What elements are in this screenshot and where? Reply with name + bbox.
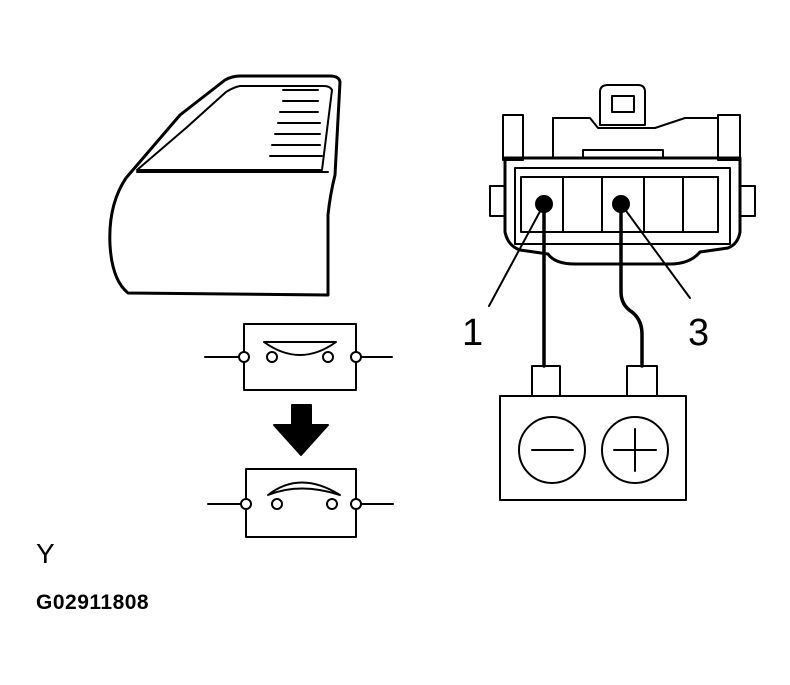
- minus-icon: [518, 416, 586, 484]
- terminal-pins: [488, 195, 691, 307]
- terminal-label-1: 1: [462, 312, 484, 354]
- plus-icon: [601, 416, 669, 484]
- switch-symbol-released: [204, 323, 393, 391]
- car-door-icon: [108, 74, 342, 297]
- switch-symbol-pressed: [207, 468, 394, 538]
- terminal-label-3: 3: [688, 312, 710, 354]
- battery: [499, 365, 687, 501]
- arrow-down-icon: [273, 404, 329, 456]
- corner-mark: Y: [36, 538, 55, 569]
- figure-code: G02911808: [36, 591, 150, 614]
- test-leads: [542, 202, 644, 368]
